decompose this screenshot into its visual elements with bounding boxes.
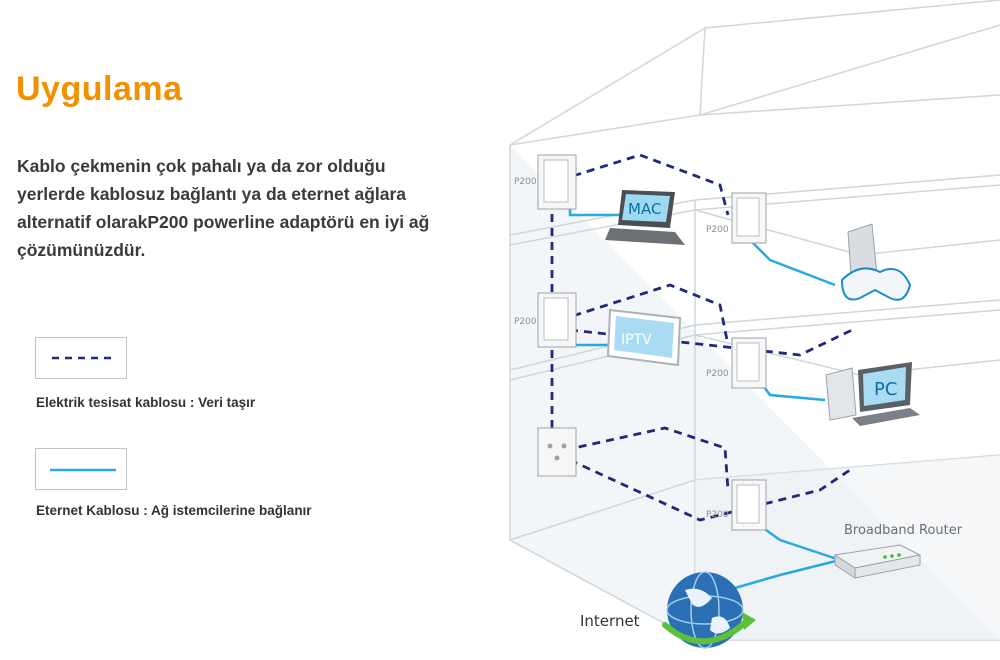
adapter-label-1: P200 — [514, 177, 537, 187]
internet-label: Internet — [580, 612, 640, 630]
power-line-cables — [550, 153, 853, 522]
powerline-adapter-4 — [731, 337, 767, 389]
iptv-screen: IPTV — [606, 308, 682, 367]
powerline-adapter-1 — [537, 154, 577, 210]
adapter-label-5: P200 — [706, 510, 729, 520]
broadband-router — [833, 544, 922, 579]
pc-label: PC — [874, 379, 897, 400]
powerline-adapter-3 — [537, 292, 577, 348]
adapter-label-2: P200 — [706, 225, 729, 235]
iptv-label: IPTV — [621, 332, 652, 348]
legend-ethernet-swatch — [35, 448, 127, 490]
router-label: Broadband Router — [844, 523, 963, 538]
pc-computer: PC — [825, 362, 920, 426]
legend-power-line-label: Elektrik tesisat kablosu : Veri taşır — [36, 395, 256, 410]
adapter-label-4: P200 — [706, 369, 729, 379]
legend-ethernet-label: Eternet Kablosu : Ağ istemcilerine bağla… — [36, 503, 312, 518]
mac-laptop: MAC — [605, 190, 685, 245]
internet-globe-icon — [662, 571, 756, 649]
mac-label: MAC — [628, 200, 661, 218]
adapter-label-3: P200 — [514, 317, 537, 327]
description-text: Kablo çekmenin çok pahalı ya da zor oldu… — [17, 156, 430, 260]
powerline-adapter-5 — [731, 479, 767, 531]
network-diagram: P200 P200 P200 P200 P200 MAC IPTV — [509, 0, 1000, 649]
wall-socket — [537, 427, 577, 477]
game-console-icon — [840, 223, 912, 301]
legend-power-line-swatch — [35, 337, 127, 379]
powerline-adapter-2 — [731, 192, 767, 244]
page-title: Uygulama — [16, 70, 183, 108]
